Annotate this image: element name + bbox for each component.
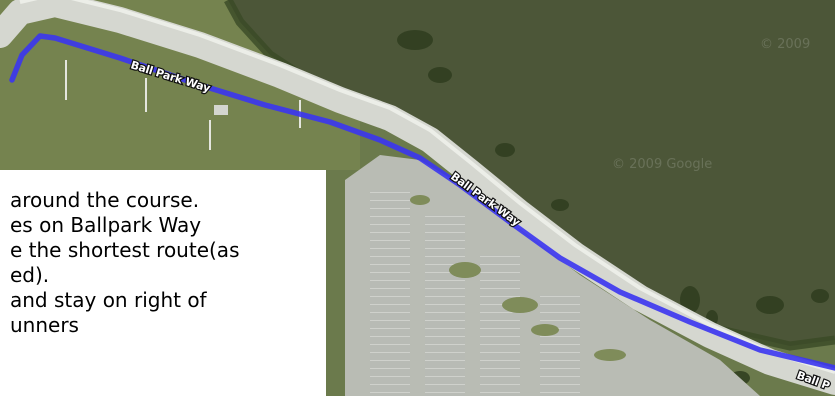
- copyright-watermark-1: © 2009: [760, 37, 810, 52]
- road-edge-upper: [19, 0, 835, 374]
- parking-islands: [410, 195, 626, 361]
- parking-rows-2: [425, 215, 465, 396]
- route-line[interactable]: [9, 33, 835, 371]
- light-poles: [65, 60, 301, 150]
- parking-rows-3: [480, 255, 520, 396]
- route-description-panel: around the course. es on Ballpark Way e …: [0, 170, 326, 396]
- note-line: and stay on right of: [10, 288, 207, 312]
- note-line: e the shortest route(as: [10, 238, 240, 262]
- note-line: unners: [10, 313, 79, 337]
- note-line: es on Ballpark Way: [10, 213, 202, 237]
- parking-rows-1: [370, 190, 410, 396]
- parking-rows-4: [540, 295, 580, 396]
- note-line: ed).: [10, 263, 50, 287]
- small-building: [214, 105, 228, 115]
- lake: [228, 0, 835, 346]
- note-line: around the course.: [10, 188, 200, 212]
- copyright-watermark-2: © 2009 Google: [612, 157, 712, 172]
